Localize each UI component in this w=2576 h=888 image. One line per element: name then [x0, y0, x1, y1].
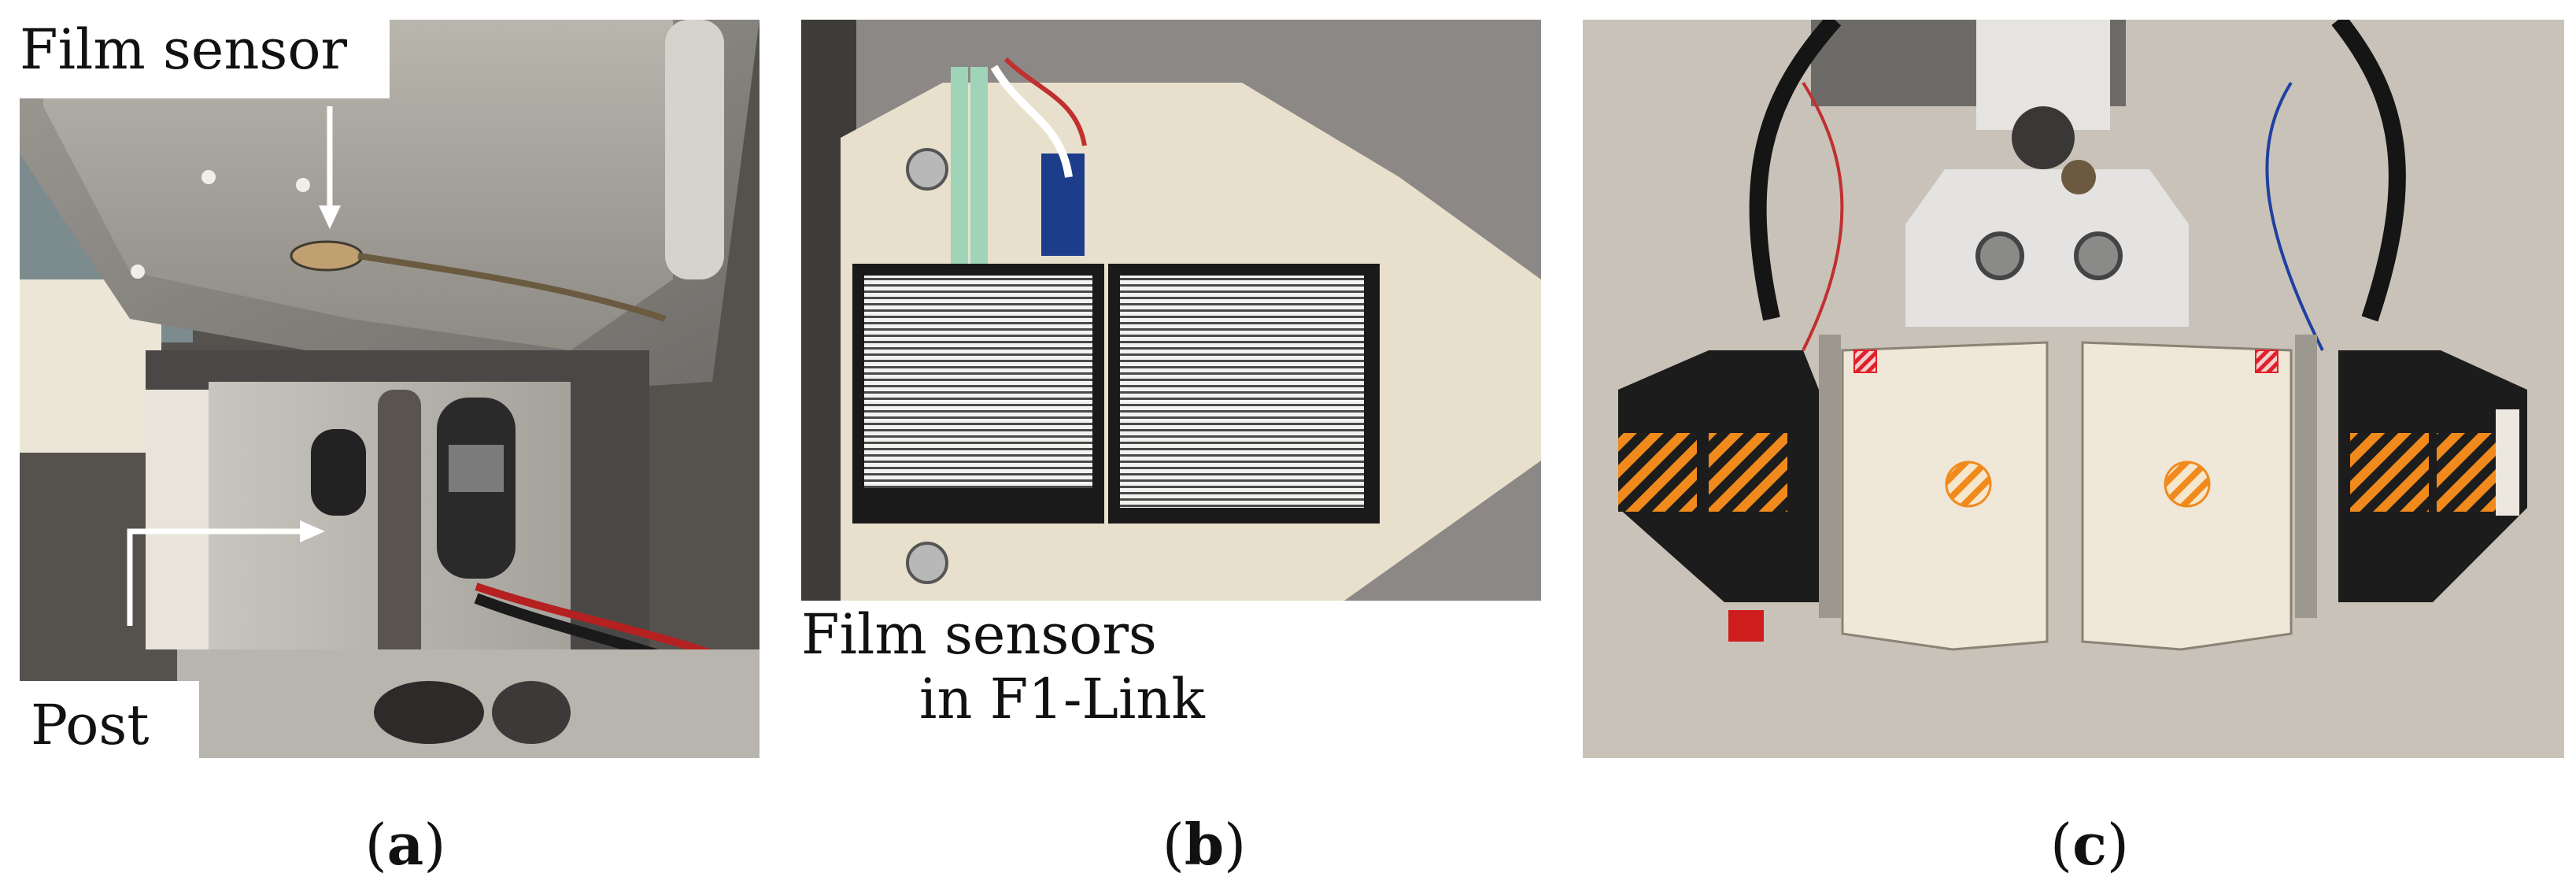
photo-b-film-sensors: [801, 20, 1541, 601]
caption-c-letter: c: [2072, 811, 2107, 878]
caption-b: (b): [1125, 811, 1283, 878]
caption-a: (a): [327, 811, 484, 878]
caption-b-open: (: [1162, 812, 1185, 878]
film-sensors-label-line1: Film sensors: [801, 602, 1157, 667]
photo-c-gripper-top-view: [1583, 20, 2564, 758]
photo-panel-c: [1583, 20, 2564, 758]
film-sensor-label: Film sensor: [20, 20, 390, 98]
photo-a-machinery: [20, 20, 759, 758]
caption-b-letter: b: [1184, 811, 1225, 878]
film-sensors-in-f1-link-label: Film sensors in F1-Link: [801, 601, 1309, 758]
photo-panel-b: [801, 20, 1541, 601]
caption-c: (c): [2011, 811, 2168, 878]
caption-c-open: (: [2049, 812, 2073, 878]
caption-b-close: ): [1224, 812, 1247, 878]
post-label: Post: [20, 681, 199, 764]
caption-a-close: ): [423, 812, 446, 878]
film-sensors-label-line2: in F1-Link: [919, 667, 1205, 731]
caption-a-letter: a: [386, 811, 424, 878]
caption-c-close: ): [2106, 812, 2130, 878]
caption-a-open: (: [364, 812, 387, 878]
photo-panel-a: [20, 20, 759, 758]
